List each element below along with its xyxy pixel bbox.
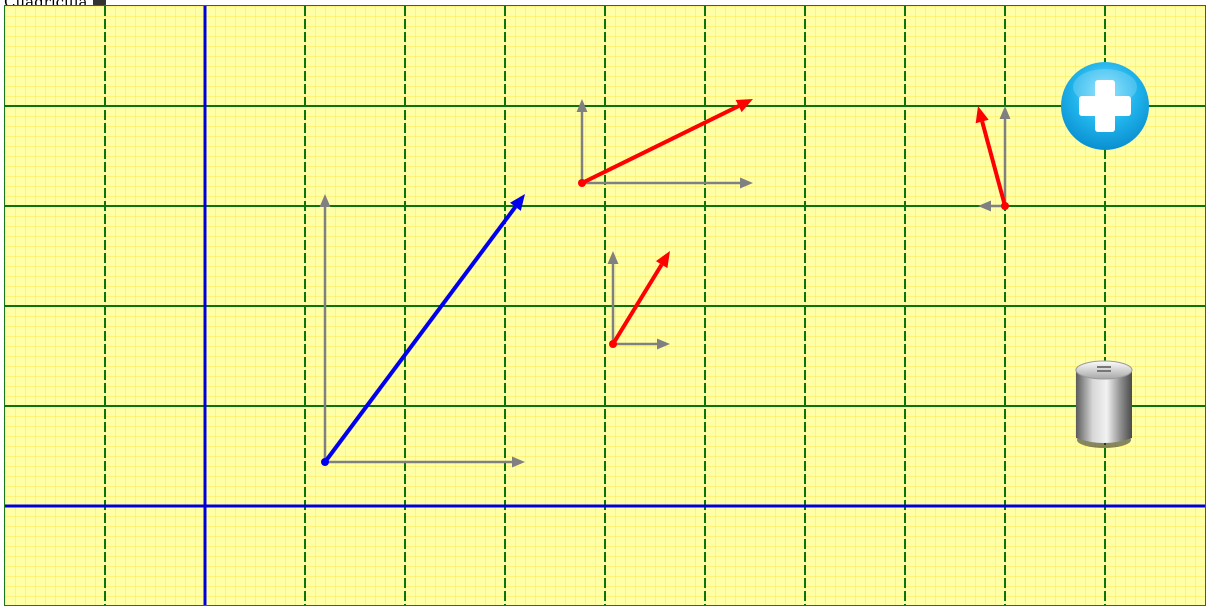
vector-4[interactable] <box>975 106 1011 212</box>
vector-2[interactable] <box>576 99 753 189</box>
add-vector-button[interactable] <box>1060 61 1150 151</box>
y-component-arrow[interactable] <box>999 106 1011 206</box>
vector-arrow-head <box>735 99 753 113</box>
x-component-arrow-head <box>978 200 991 212</box>
vector-arrow-shaft <box>611 263 664 346</box>
y-component-arrow[interactable] <box>576 99 588 183</box>
vector-arrow-head <box>510 194 525 211</box>
vector-board[interactable] <box>4 5 1206 606</box>
vector-arrow-shaft <box>581 104 740 185</box>
y-component-arrow[interactable] <box>607 251 619 344</box>
y-component-arrow[interactable] <box>319 194 331 462</box>
y-component-arrow-head <box>576 99 588 112</box>
grid-checkbox[interactable] <box>93 0 107 6</box>
x-component-arrow[interactable] <box>582 177 753 189</box>
vector-origin-handle[interactable] <box>609 340 617 348</box>
y-component-arrow-head <box>607 251 619 264</box>
grid-toggle[interactable]: Cuadrícula <box>4 0 107 11</box>
vector-origin-handle[interactable] <box>1001 202 1009 210</box>
trash-icon <box>1075 360 1133 448</box>
vector-arrow[interactable] <box>323 194 525 464</box>
grid-canvas[interactable] <box>5 6 1205 605</box>
x-component-arrow[interactable] <box>613 338 670 350</box>
vector-arrow[interactable] <box>581 99 753 185</box>
x-component-arrow-head <box>740 177 753 189</box>
vector-origin-handle[interactable] <box>578 179 586 187</box>
x-component-arrow[interactable] <box>325 456 525 468</box>
vector-1[interactable] <box>319 194 525 468</box>
vector-3[interactable] <box>607 251 670 350</box>
y-component-arrow-head <box>999 106 1011 119</box>
vector-layer[interactable] <box>319 99 1011 468</box>
grid-toggle-label: Cuadrícula <box>4 0 88 11</box>
vector-arrow-shaft <box>323 205 518 464</box>
coordinate-axes <box>5 6 1205 605</box>
vector-arrow-shaft <box>980 120 1007 207</box>
y-component-arrow-head <box>319 194 331 207</box>
vector-arrow-head <box>975 106 989 124</box>
vector-arrow-head <box>655 251 670 269</box>
vector-arrow[interactable] <box>611 251 670 346</box>
vector-arrow[interactable] <box>975 106 1007 207</box>
vector-origin-handle[interactable] <box>321 458 329 466</box>
x-component-arrow-head <box>657 338 670 350</box>
plus-icon <box>1061 62 1149 150</box>
delete-vector-button[interactable] <box>1073 356 1135 450</box>
x-component-arrow-head <box>512 456 525 468</box>
